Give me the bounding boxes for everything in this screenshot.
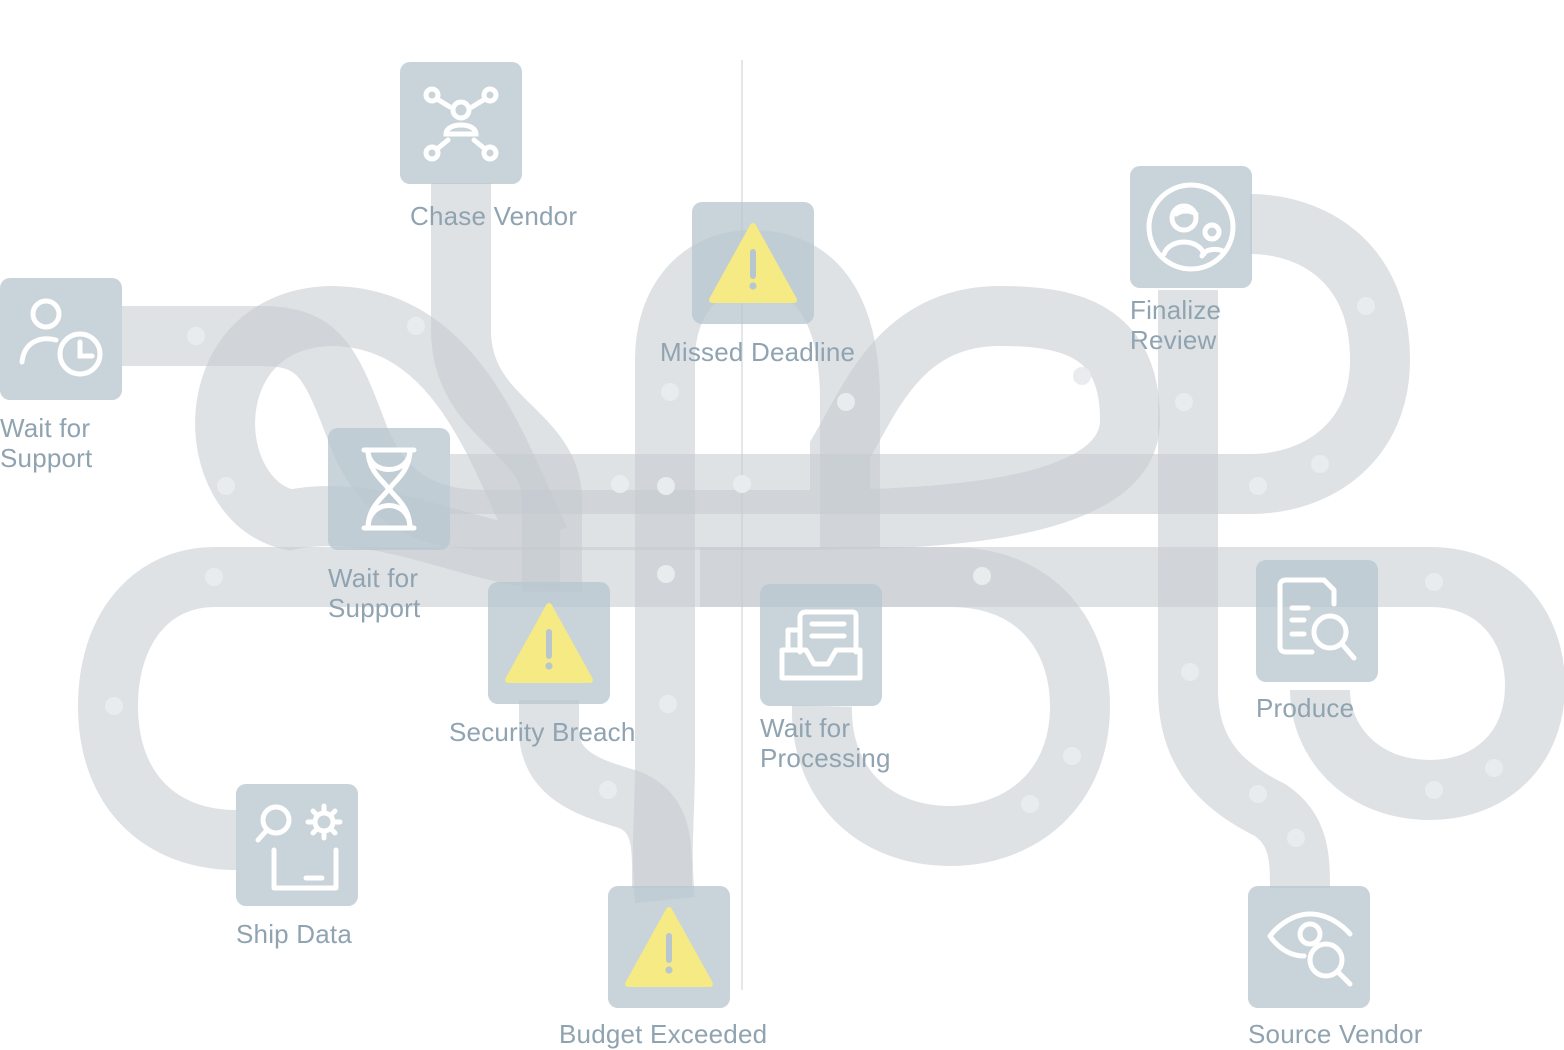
eye-search-icon [1267, 911, 1353, 987]
node-budget-exceeded[interactable] [608, 886, 730, 1008]
document-search-icon [1277, 577, 1357, 661]
node-label: Security Breach [449, 717, 636, 747]
track-ship-data [77, 547, 238, 870]
node-ship-data[interactable] [236, 784, 358, 906]
person-clock-icon [19, 298, 103, 377]
node-label: Wait for Processing [760, 713, 891, 773]
node-label: Wait for Support [0, 413, 93, 473]
node-label: Chase Vendor [410, 201, 578, 231]
node-wait-for-processing[interactable] [760, 584, 882, 706]
track-dots [105, 297, 1503, 847]
node-label: Ship Data [236, 919, 352, 949]
node-produce[interactable] [1256, 560, 1378, 682]
group-review-icon [1146, 182, 1236, 272]
warning-icon [505, 603, 593, 683]
node-label: Budget Exceeded [559, 1019, 768, 1049]
track-finalize-review [1158, 290, 1330, 889]
node-missed-deadline[interactable] [692, 202, 814, 324]
node-label: Wait for Support [328, 563, 421, 623]
node-source-vendor[interactable] [1248, 886, 1370, 1008]
warning-icon [625, 907, 713, 987]
node-label: Missed Deadline [660, 337, 856, 367]
node-wait-for-support-2[interactable] [328, 428, 450, 550]
search-gear-icon [255, 803, 343, 891]
track-processing-loop [700, 547, 1111, 867]
node-chase-vendor[interactable] [400, 62, 522, 184]
node-wait-for-support-1[interactable] [0, 278, 122, 400]
node-security-breach[interactable] [488, 582, 610, 704]
track-hourglass-row [450, 194, 1411, 514]
track-security-breach [519, 700, 693, 889]
warning-icon [709, 223, 797, 303]
hourglass-icon [361, 447, 417, 531]
track-middle-row [215, 547, 1564, 821]
node-finalize-review[interactable] [1130, 166, 1252, 288]
network-person-icon [423, 86, 499, 162]
node-label: Produce [1256, 693, 1355, 723]
node-label: Finalize Review [1130, 295, 1222, 355]
inbox-document-icon [779, 609, 863, 681]
node-label: Source Vendor [1248, 1019, 1423, 1049]
